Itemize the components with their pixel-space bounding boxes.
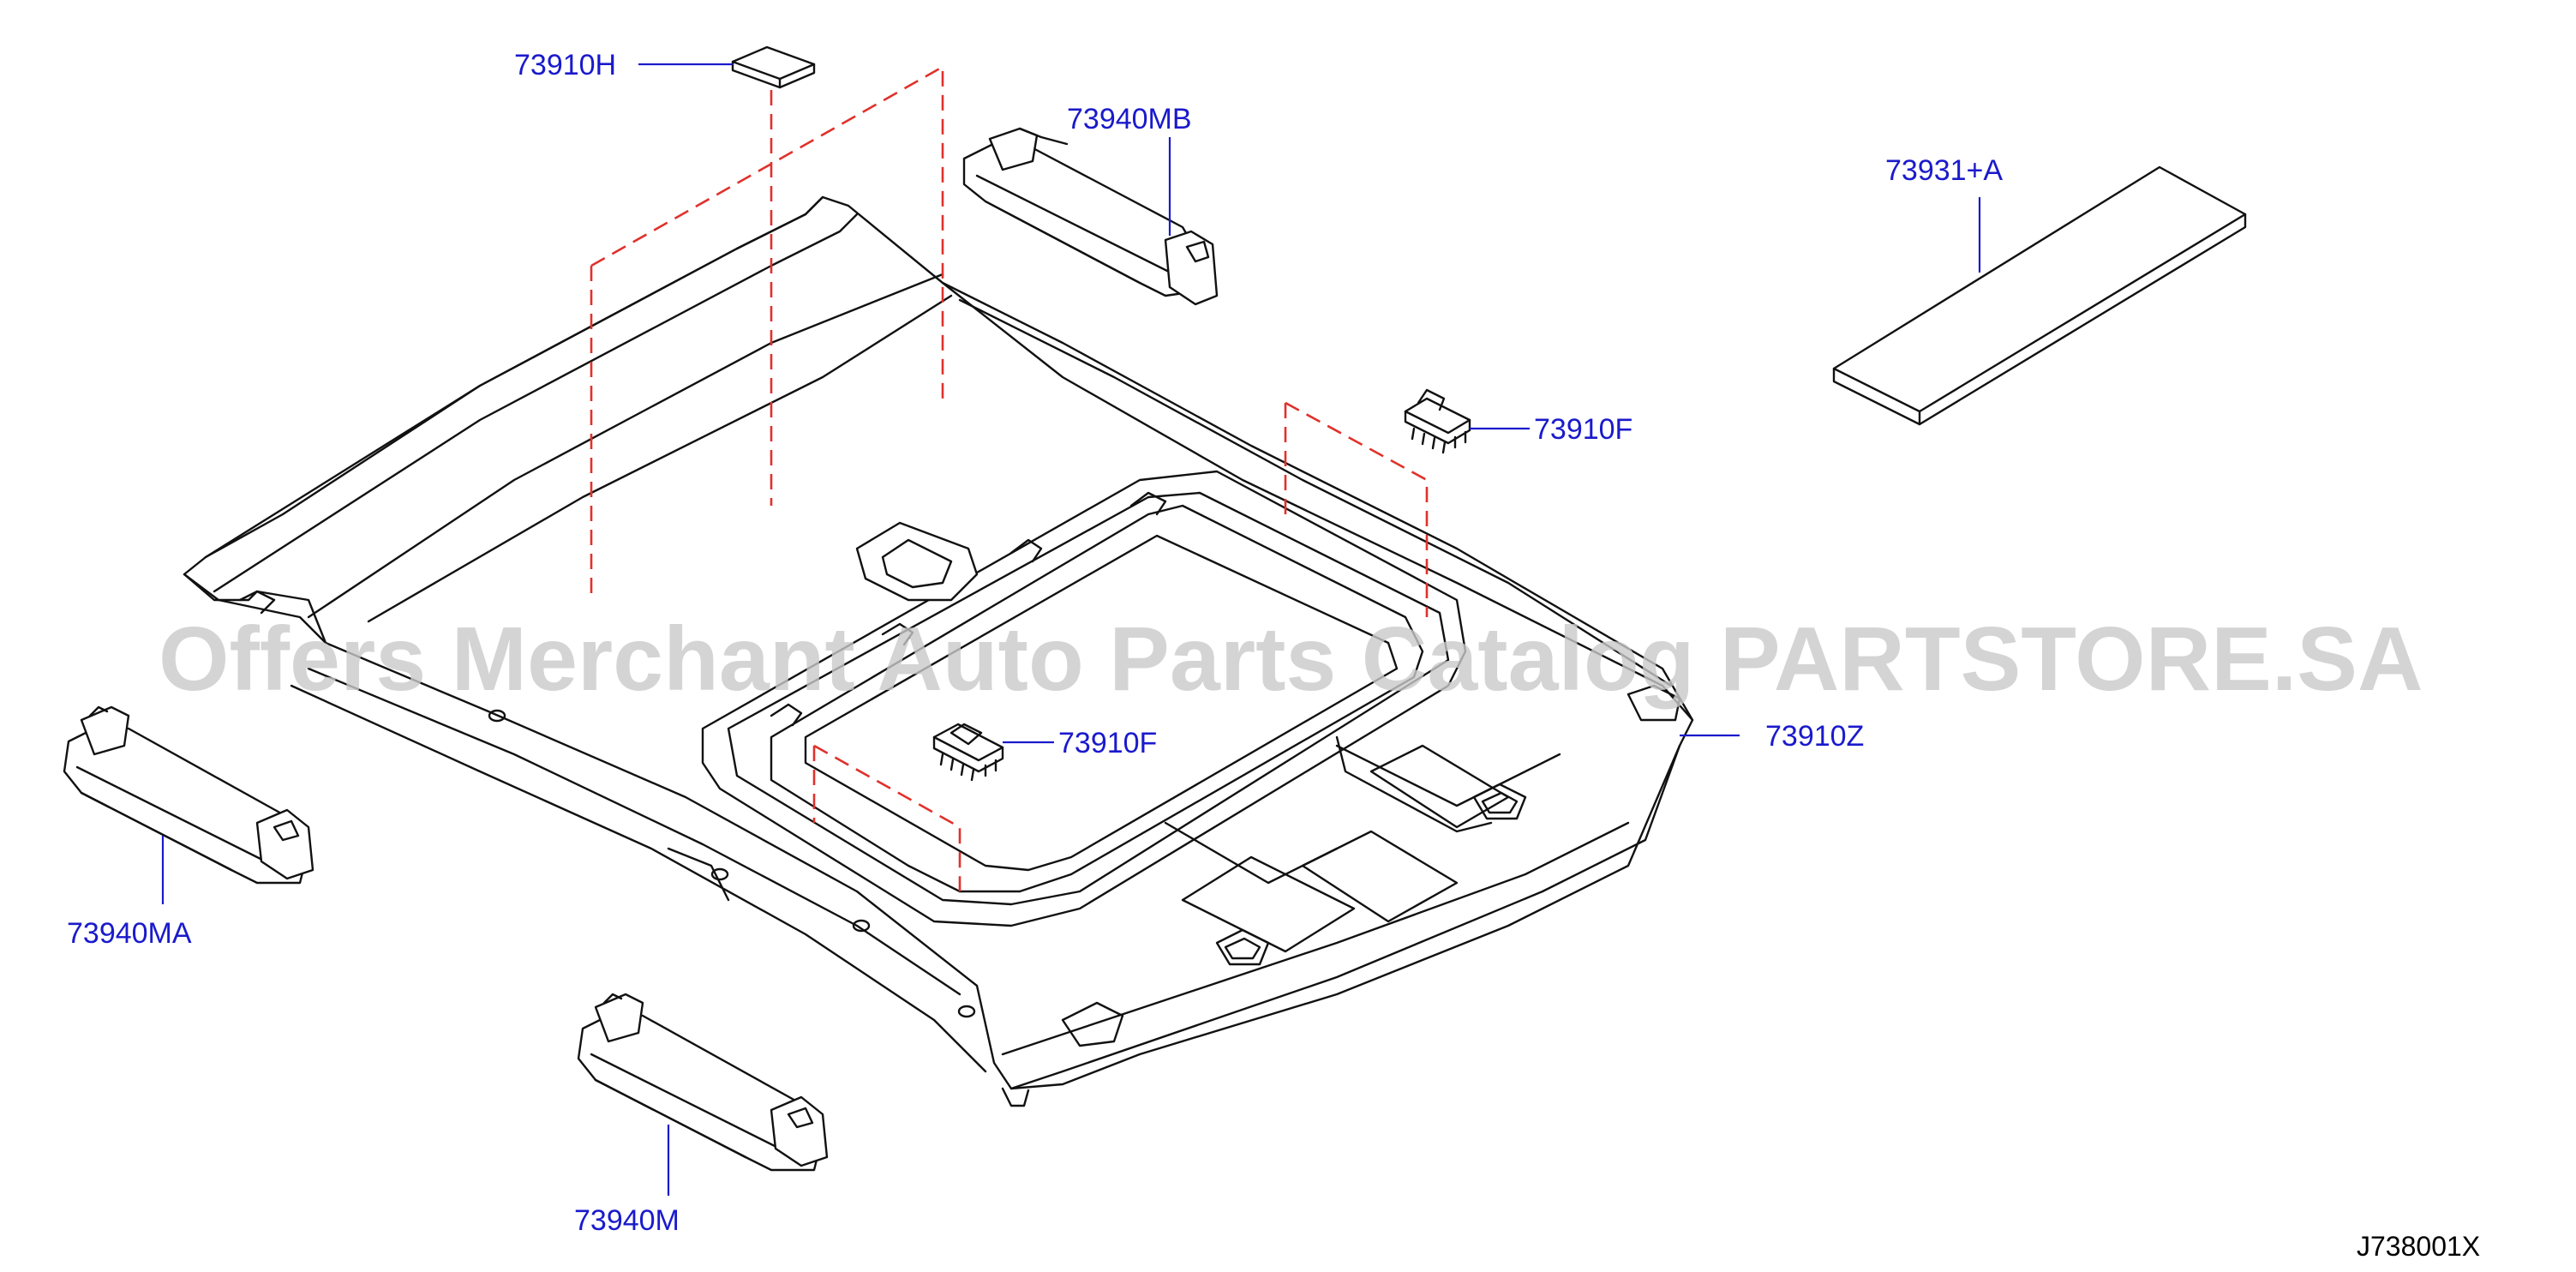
label-73940ma[interactable]: 73940MA [67,917,192,950]
grab-handle-73940ma[interactable] [63,705,315,885]
dashed-guide-front [590,64,944,403]
pad-73910h[interactable] [731,45,816,89]
diagram-reference-code: J738001X [2357,1231,2480,1262]
label-73931a[interactable]: 73931+A [1885,154,2003,187]
clip-73910f-lower[interactable] [932,723,1004,782]
dashed-guide-73910f-upper [1284,401,1429,617]
label-73910f-lower[interactable]: 73910F [1058,727,1157,759]
leader-lines [161,63,1981,1196]
foam-strip-73931a[interactable] [1832,165,2247,426]
label-73910h[interactable]: 73910H [514,49,616,81]
grab-handle-73940mb[interactable] [962,127,1219,306]
dashed-guides [590,64,1429,891]
grab-handle-73940m[interactable] [577,993,829,1172]
label-73940m[interactable]: 73940M [574,1204,680,1237]
label-73910f-upper[interactable]: 73910F [1534,413,1632,446]
dashed-guide-73910f-lower [812,744,962,891]
label-73940mb[interactable]: 73940MB [1067,103,1192,135]
watermark-text: Offers Merchant Auto Parts Catalog PARTS… [159,609,2423,710]
clip-73910f-upper[interactable] [1404,388,1471,454]
label-73910z[interactable]: 73910Z [1765,720,1864,753]
part-labels: 73910H 73940MB 73931+A 73910F 73910F 739… [67,49,2003,1237]
headlining-panel[interactable] [183,195,1694,1107]
